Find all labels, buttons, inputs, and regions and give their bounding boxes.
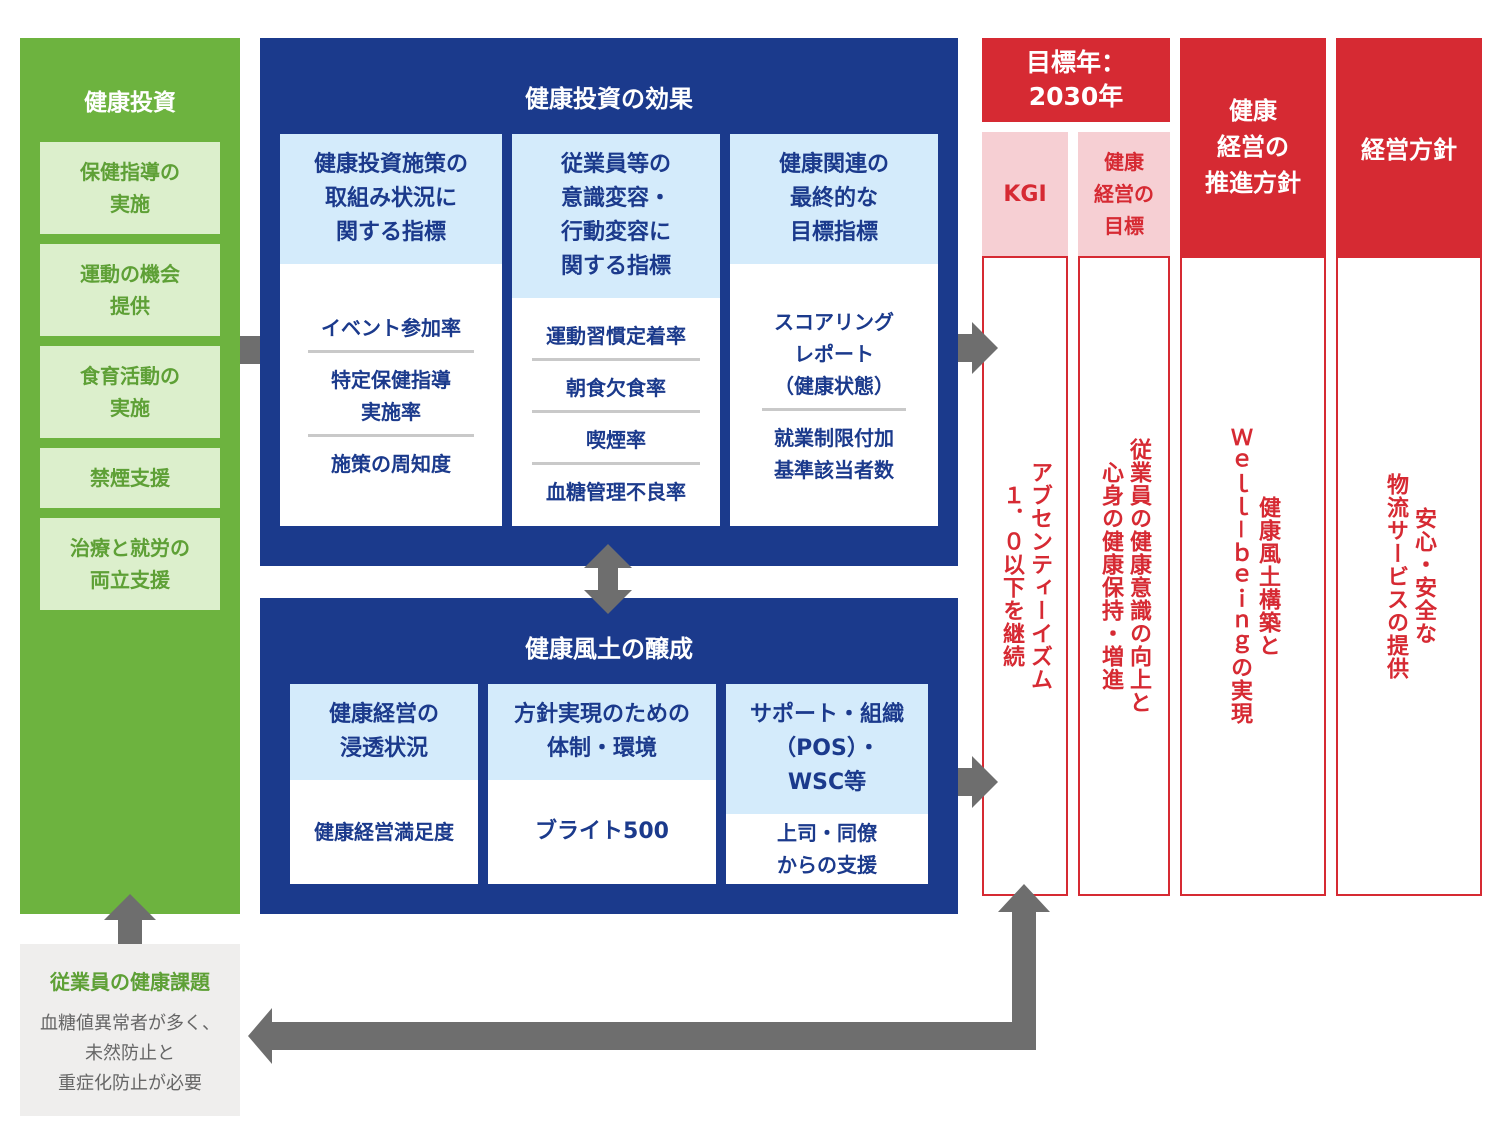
management-policy-body xyxy=(1336,256,1482,896)
promotion-policy-body xyxy=(1180,256,1326,896)
double-arrow-icon xyxy=(584,544,632,614)
target-year-label: 目標年： 2030年 xyxy=(982,38,1170,122)
investment-effects-title: 健康投資の効果 xyxy=(525,84,693,113)
promotion-policy-text: 健康風土構築と Ｗｅｌｌ－ｂｅｉｎｇの実現 xyxy=(1227,426,1280,726)
up-arrow-icon xyxy=(104,894,156,944)
kgi-text: アブセンティーイズム １．０以下を継続 xyxy=(999,461,1052,691)
metric-breakfast-skipping: 朝食欠食率 xyxy=(566,376,666,400)
investment-item-exercise: 運動の機会 提供 xyxy=(40,244,220,336)
culture-column-body-structure xyxy=(488,780,716,884)
investment-item-guidance: 保健指導の 実施 xyxy=(40,142,220,234)
culture-column-body-penetration xyxy=(290,780,478,884)
right-arrow-icon xyxy=(958,756,998,808)
metric-smoking-rate: 喫煙率 xyxy=(586,428,646,452)
culture-column-body-support xyxy=(726,814,928,884)
effects-column-body-initiatives xyxy=(280,264,502,526)
employee-health-issue-text: 血糖値異常者が多く、 未然防止と 重症化防止が必要 xyxy=(40,1013,220,1094)
feedback-arrow-icon xyxy=(248,884,1050,1064)
metric-blood-sugar: 血糖管理不良率 xyxy=(546,480,686,504)
employee-health-issue-panel xyxy=(20,944,240,1116)
metric-work-restriction: 就業制限付加 基準該当者数 xyxy=(774,426,894,482)
employee-health-issue-title: 従業員の健康課題 xyxy=(50,969,210,994)
health-management-goal-text: 従業員の健康意識の向上と 心身の健康保持・増進 xyxy=(1098,438,1151,714)
kgi-label: KGI xyxy=(982,132,1068,256)
metric-scoring-report: スコアリング レポート （健康状態） xyxy=(774,310,894,398)
management-policy-title: 経営方針 xyxy=(1336,38,1482,256)
management-policy-text: 安心・安全な 物流サービスの提供 xyxy=(1383,472,1436,680)
culture-column-header-support: サポート・組織 （POS）・ WSC等 xyxy=(726,684,928,814)
metric-divider xyxy=(762,408,906,411)
effects-column-body-final xyxy=(730,264,938,526)
investment-item-treatment-work-balance: 治療と就労の 両立支援 xyxy=(40,518,220,610)
health-management-goal-body xyxy=(1078,256,1170,896)
metric-divider xyxy=(532,410,700,413)
health-culture-title: 健康風土の醸成 xyxy=(525,634,693,663)
culture-column-header-structure: 方針実現のための 体制・環境 xyxy=(488,684,716,780)
metric-bright500: ブライト500 xyxy=(535,819,669,844)
effects-column-header-behavior: 従業員等の 意識変容・ 行動変容に 関する指標 xyxy=(512,134,720,298)
health-management-goal-label: 健康 経営の 目標 xyxy=(1078,132,1170,256)
metric-specific-guidance-rate: 特定保健指導 実施率 xyxy=(331,368,451,424)
metric-divider xyxy=(308,350,474,353)
metric-colleague-support: 上司・同僚 からの支援 xyxy=(777,821,877,877)
kgi-body xyxy=(982,256,1068,896)
metric-satisfaction: 健康経営満足度 xyxy=(314,820,454,844)
metric-event-participation: イベント参加率 xyxy=(321,316,461,340)
metric-divider xyxy=(532,358,700,361)
metric-divider xyxy=(308,434,474,437)
investment-item-food-education: 食育活動の 実施 xyxy=(40,346,220,438)
metric-awareness: 施策の周知度 xyxy=(331,452,451,476)
investment-item-smoking-cessation: 禁煙支援 xyxy=(40,448,220,508)
effects-column-header-initiatives: 健康投資施策の 取組み状況に 関する指標 xyxy=(280,134,502,264)
right-arrow-icon xyxy=(958,322,998,374)
promotion-policy-title: 健康 経営の 推進方針 xyxy=(1180,38,1326,256)
culture-column-header-penetration: 健康経営の 浸透状況 xyxy=(290,684,478,780)
effects-column-header-final: 健康関連の 最終的な 目標指標 xyxy=(730,134,938,264)
metric-divider xyxy=(532,462,700,465)
connector-arrow xyxy=(240,336,260,364)
metric-exercise-habit: 運動習慣定着率 xyxy=(546,324,686,348)
health-investment-title: 健康投資 xyxy=(84,90,176,116)
